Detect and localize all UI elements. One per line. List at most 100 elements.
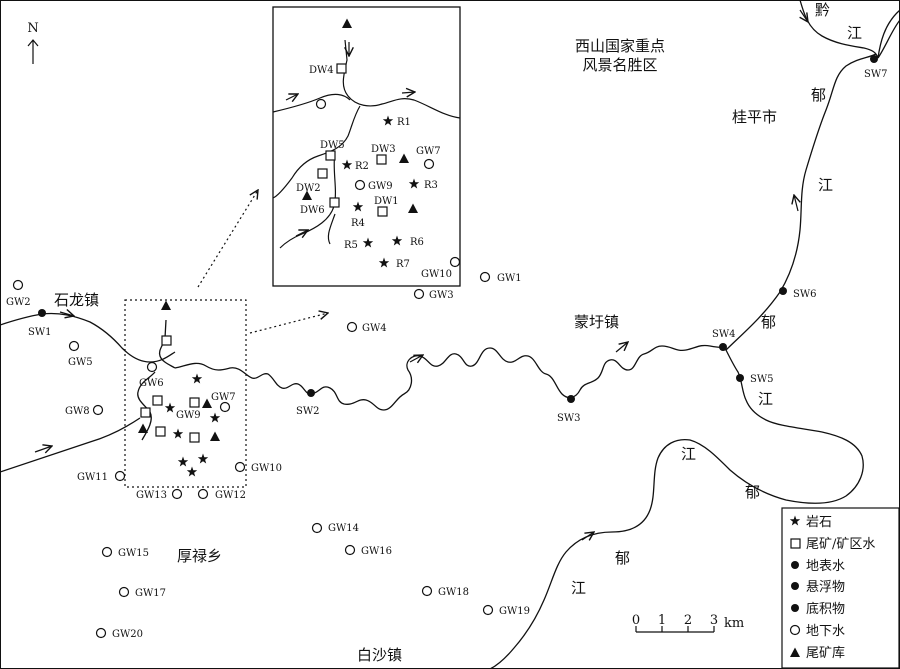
inset-label-gw10: GW10 xyxy=(421,269,452,280)
label-gw14: GW14 xyxy=(328,523,359,534)
place-shilong: 石龙镇 xyxy=(54,291,99,309)
inset-label-r7: R7 xyxy=(396,259,410,270)
river-yu-char1-mid: 郁 xyxy=(761,313,776,331)
label-sw6: SW6 xyxy=(793,289,817,300)
legend-dot-icon-sediment xyxy=(791,604,799,612)
legend-label-suspended: 悬浮物 xyxy=(806,580,845,595)
label-gw7: GW7 xyxy=(211,392,236,403)
legend-label-rock: 岩石 xyxy=(806,515,832,530)
inset-label-dw3: DW3 xyxy=(371,144,396,155)
legend-circle-icon xyxy=(789,624,801,636)
inset-label-dw4: DW4 xyxy=(309,65,334,76)
river-names: 黔 江 郁 江 郁 江 江 郁 郁 江 xyxy=(571,1,862,597)
label-gw15: GW15 xyxy=(118,548,149,559)
label-sw5: SW5 xyxy=(750,374,774,385)
label-sw1: SW1 xyxy=(28,327,52,338)
label-gw6: GW6 xyxy=(139,378,164,389)
label-sw4: SW4 xyxy=(712,329,736,340)
label-gw2: GW2 xyxy=(6,297,31,308)
place-names: 西山国家重点 风景名胜区 桂平市 石龙镇 蒙圩镇 厚禄乡 白沙镇 xyxy=(54,37,777,664)
river-yu-char2-lower: 江 xyxy=(571,579,586,597)
legend-label-groundwater: 地下水 xyxy=(806,624,845,639)
inset-frame xyxy=(272,6,461,287)
label-gw19: GW19 xyxy=(499,606,530,617)
inset-label-dw6: DW6 xyxy=(300,205,325,216)
box-symbols xyxy=(138,300,221,477)
north-arrow: N xyxy=(27,21,39,64)
label-gw12: GW12 xyxy=(215,490,246,501)
label-gw10: GW10 xyxy=(251,463,282,474)
label-gw16: GW16 xyxy=(361,546,392,557)
inset-label-r4: R4 xyxy=(351,218,365,229)
inset-label-dw1: DW1 xyxy=(374,196,399,207)
legend-square-icon xyxy=(790,538,801,549)
label-gw9: GW9 xyxy=(176,410,201,421)
place-mengxu: 蒙圩镇 xyxy=(574,313,619,331)
label-gw1: GW1 xyxy=(497,273,522,284)
river-yu-char1-lower: 郁 xyxy=(615,549,630,567)
legend-dot-icon-surface xyxy=(791,561,799,569)
river-yu-char2-bend: 江 xyxy=(681,445,696,463)
station-labels: SW1 SW2 SW3 SW4 SW5 SW6 SW7 GW1 GW2 GW3 … xyxy=(6,69,888,640)
legend-label-tailings-pond: 尾矿库 xyxy=(806,645,845,661)
river-yu-main xyxy=(174,344,864,669)
river-box-branch xyxy=(137,371,156,441)
label-gw17: GW17 xyxy=(135,588,166,599)
place-guiping: 桂平市 xyxy=(732,108,777,126)
label-gw5: GW5 xyxy=(68,357,93,368)
study-area-box xyxy=(124,299,247,488)
groundwater-points xyxy=(12,271,494,639)
river-yu-char2-upper: 江 xyxy=(818,176,833,194)
place-baisha: 白沙镇 xyxy=(357,646,402,664)
scale-tick-1: 1 xyxy=(658,613,666,628)
label-sw2: SW2 xyxy=(296,406,320,417)
place-xishan-line2: 风景名胜区 xyxy=(582,56,657,74)
inset-label-r3: R3 xyxy=(424,180,438,191)
river-qian-east xyxy=(877,19,900,59)
label-sw3: SW3 xyxy=(557,413,581,424)
river-yu-char2-mid: 江 xyxy=(758,390,773,408)
inset-label-dw2: DW2 xyxy=(296,183,321,194)
north-label: N xyxy=(27,21,38,36)
inset-label-r2: R2 xyxy=(355,161,369,172)
legend-label-surface-water: 地表水 xyxy=(806,559,845,574)
label-gw3: GW3 xyxy=(429,290,454,301)
place-xishan-line1: 西山国家重点 xyxy=(575,37,665,55)
label-gw4: GW4 xyxy=(362,323,387,334)
inset-label-r5: R5 xyxy=(344,240,358,251)
scale-unit: km xyxy=(724,616,744,631)
label-gw8: GW8 xyxy=(65,406,90,417)
river-qian-char2: 江 xyxy=(847,24,862,42)
inset-label-gw7: GW7 xyxy=(416,146,441,157)
river-yu-char1-upper: 郁 xyxy=(811,86,826,104)
scale-tick-2: 2 xyxy=(684,613,692,628)
legend-box xyxy=(781,507,900,669)
scale-bar: 0 1 2 3 km xyxy=(632,613,744,633)
inset-label-r1: R1 xyxy=(397,117,411,128)
inset-label-dw5: DW5 xyxy=(320,140,345,151)
legend-dot-icon-suspended xyxy=(791,582,799,590)
river-qian xyxy=(799,0,900,59)
legend-label-sediment: 底积物 xyxy=(806,601,845,617)
label-gw11: GW11 xyxy=(77,472,108,483)
scale-tick-0: 0 xyxy=(632,613,640,628)
label-gw20: GW20 xyxy=(112,629,143,640)
river-qian-char1: 黔 xyxy=(815,1,830,19)
inset-label-r6: R6 xyxy=(410,237,424,248)
scale-tick-3: 3 xyxy=(710,613,718,628)
inset-label-gw9: GW9 xyxy=(368,181,393,192)
inset-map: DW4 R1 DW5 DW3 GW7 R2 DW2 R3 GW9 DW1 DW6… xyxy=(272,6,461,287)
label-sw7: SW7 xyxy=(864,69,888,80)
inset-pointer-lines xyxy=(197,190,328,334)
flow-arrows xyxy=(34,9,808,540)
river-lower-left-stream xyxy=(0,417,141,473)
label-gw13: GW13 xyxy=(136,490,167,501)
legend: 岩石 尾矿/矿区水 地表水 悬浮物 底积物 地下水 尾矿库 xyxy=(781,507,900,669)
river-yu-char1-bend: 郁 xyxy=(745,483,760,501)
place-houlu: 厚禄乡 xyxy=(177,547,222,565)
label-gw18: GW18 xyxy=(438,587,469,598)
surface-water-points xyxy=(38,55,878,403)
legend-label-tailings-water: 尾矿/矿区水 xyxy=(806,537,875,552)
